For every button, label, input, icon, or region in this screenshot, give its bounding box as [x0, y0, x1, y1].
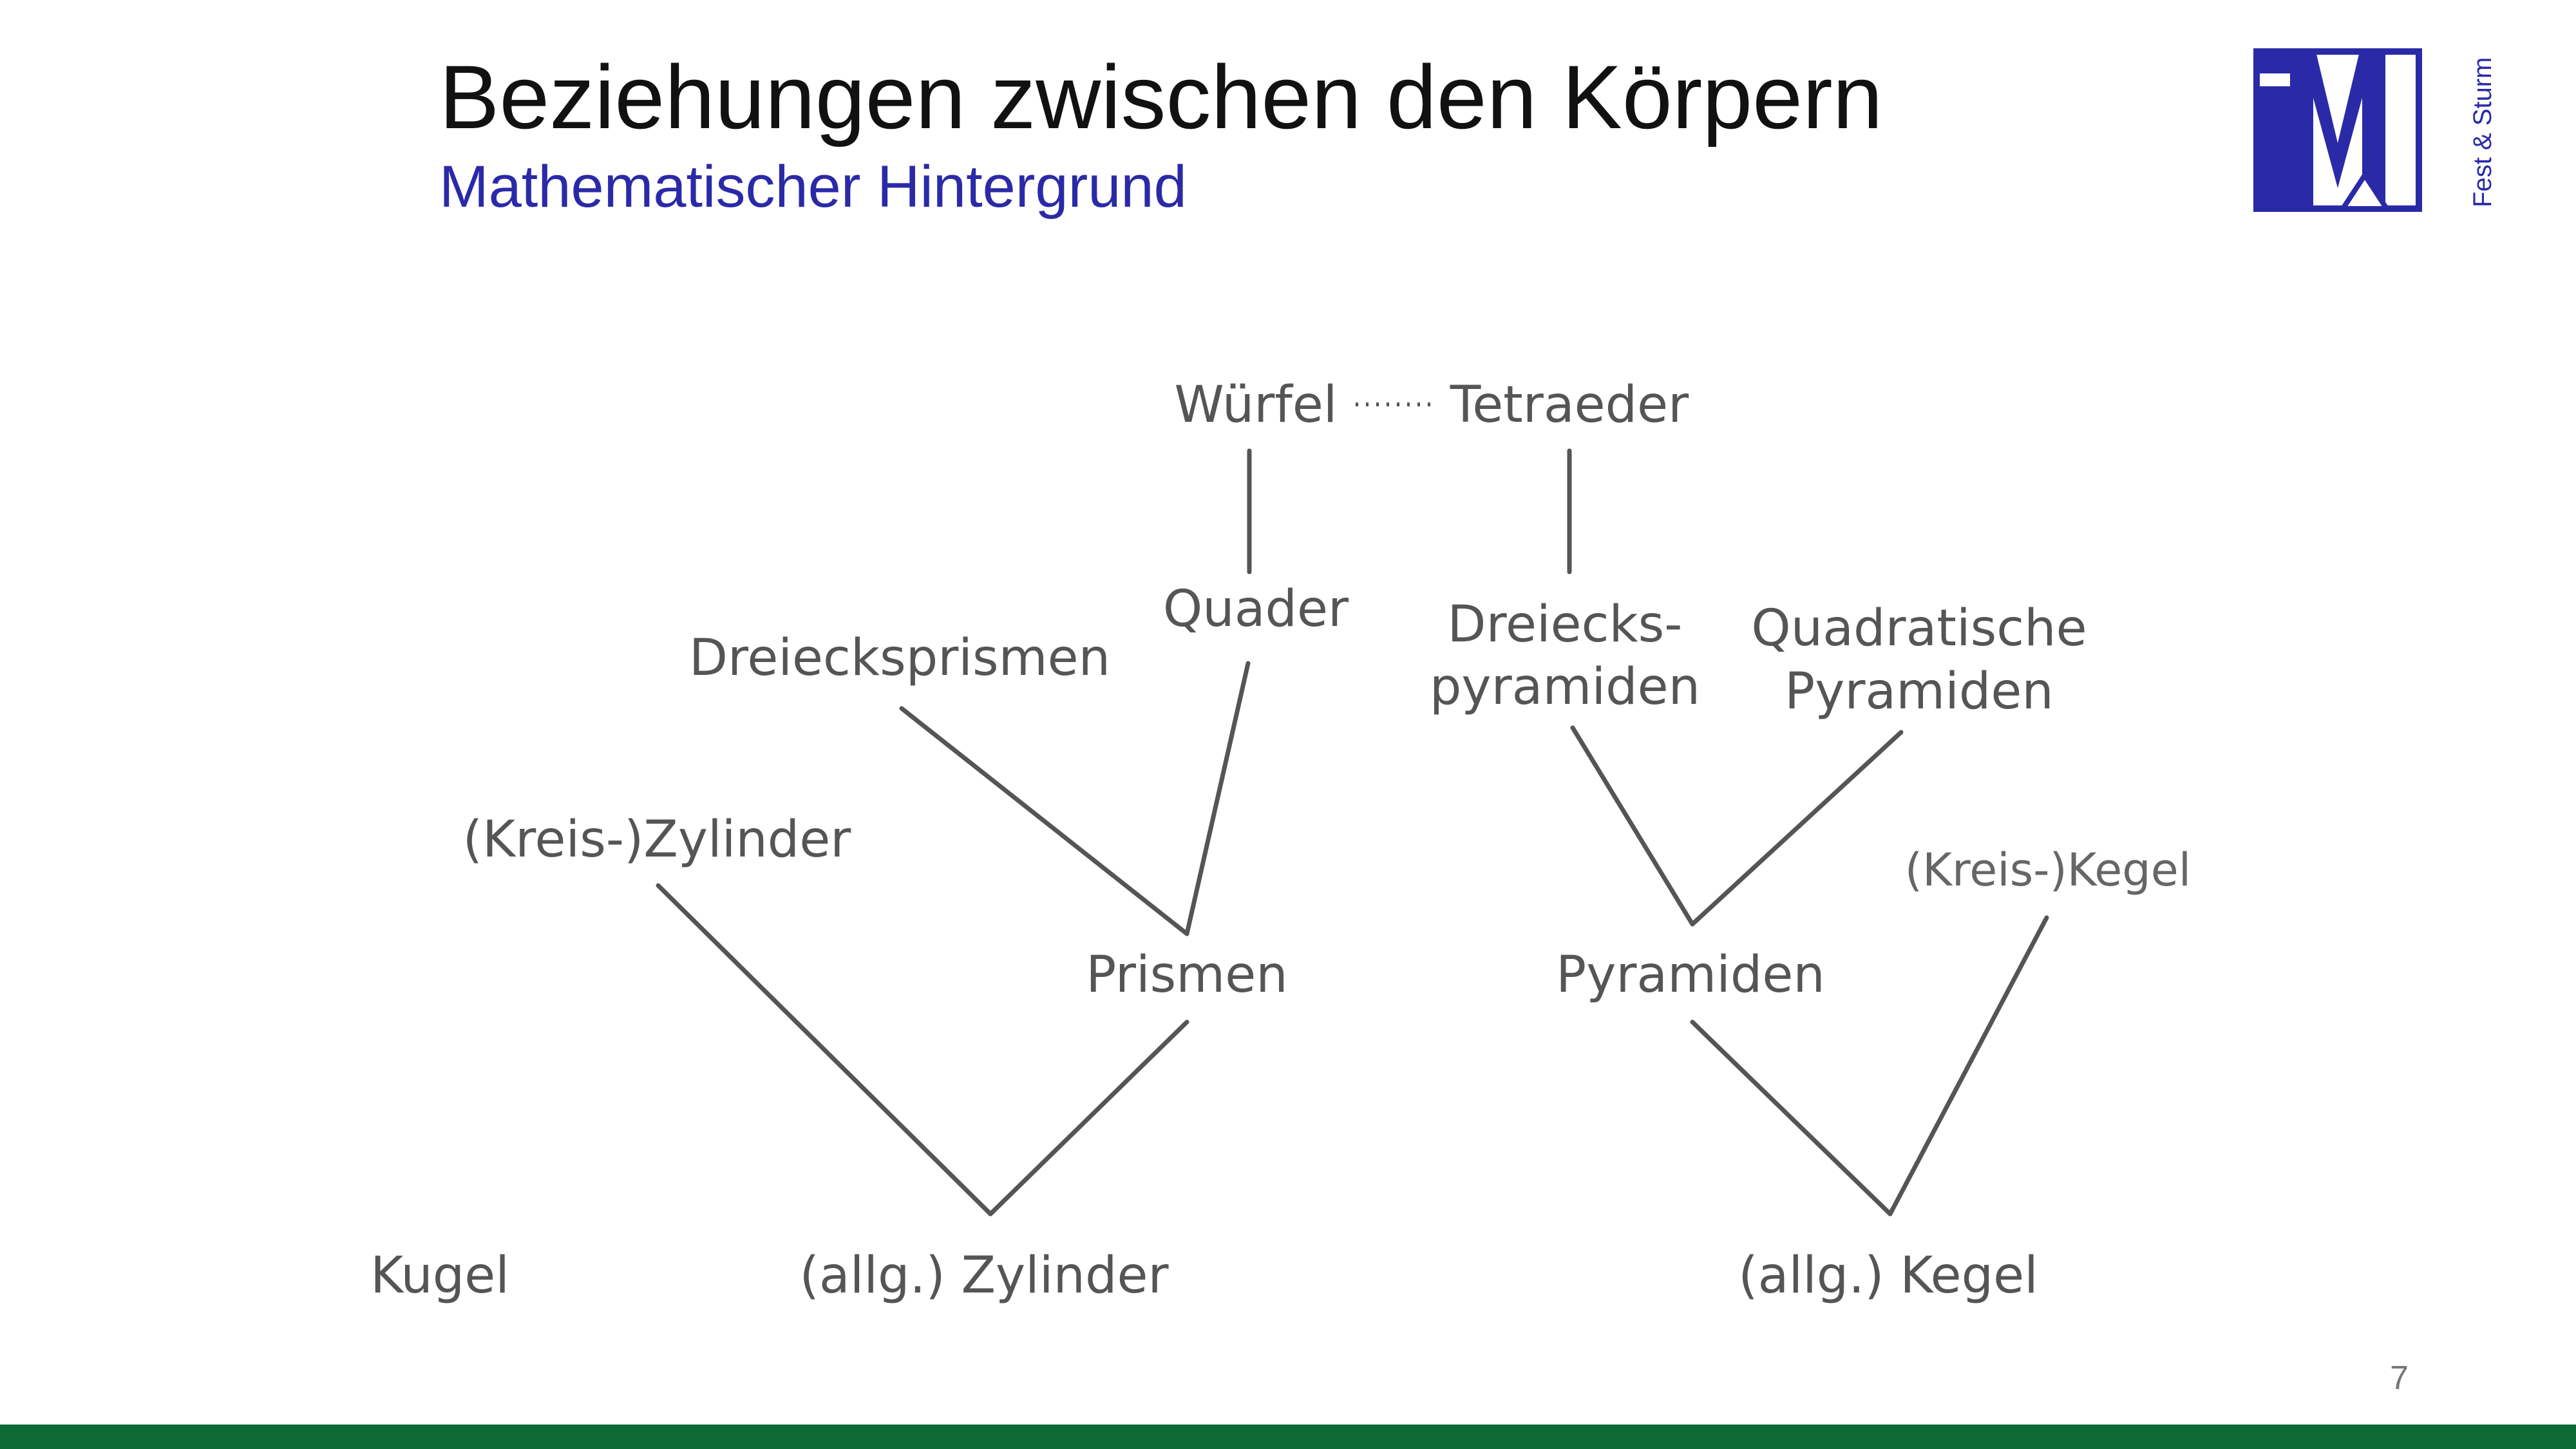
node-dreieckspyramiden-line2: pyramiden — [1430, 658, 1700, 716]
node-kugel: Kugel — [370, 1247, 509, 1305]
edge-dreieckspyramiden-pyramiden — [1570, 725, 1695, 927]
slide-title: Beziehungen zwischen den Körpern — [439, 46, 1883, 147]
slide-subtitle: Mathematischer Hintergrund — [439, 154, 1187, 220]
node-tetraeder: Tetraeder — [1450, 376, 1689, 434]
node-kreiszylinder: (Kreis-)Zylinder — [463, 811, 852, 869]
node-kreiskegel: (Kreis-)Kegel — [1905, 844, 2191, 896]
edge-dreiecksprismen-prismen — [899, 706, 1189, 936]
node-dreiecksprismen: Dreiecksprismen — [689, 629, 1110, 687]
logo-i-stem — [2257, 86, 2290, 209]
node-dreieckspyramiden-line1: Dreiecks- — [1448, 596, 1683, 654]
edge-quader-prismen — [1184, 661, 1251, 936]
logo-text: Fest & Sturm — [2468, 57, 2497, 207]
node-quadratische-pyramiden-line2: Pyramiden — [1785, 663, 2054, 721]
node-prismen: Prismen — [1086, 946, 1287, 1004]
node-pyramiden: Pyramiden — [1556, 946, 1825, 1004]
page-number: 7 — [2390, 1359, 2409, 1397]
node-quader: Quader — [1163, 580, 1349, 638]
node-allg-zylinder: (allg.) Zylinder — [799, 1247, 1169, 1305]
edge-kreiskegel-allgkegel — [1888, 915, 2049, 1217]
edge-quadratischepyramiden-pyramiden — [1690, 730, 1904, 927]
edge-pyramiden-allgkegel — [1690, 1019, 1893, 1217]
edge-kreiszylinder-allgzylinder — [656, 883, 993, 1217]
fest-sturm-logo: Fest & Sturm — [2253, 48, 2497, 212]
edge-prismen-allgzylinder — [988, 1019, 1189, 1217]
node-wuerfel: Würfel — [1175, 376, 1338, 434]
node-allg-kegel: (allg.) Kegel — [1738, 1247, 2038, 1305]
logo-triangle — [2338, 170, 2392, 211]
footer-bar — [0, 1425, 2576, 1449]
logo-i-dot — [2257, 52, 2290, 73]
logo-m-shape — [2290, 52, 2385, 209]
node-quadratische-pyramiden-line1: Quadratische — [1751, 600, 2087, 658]
